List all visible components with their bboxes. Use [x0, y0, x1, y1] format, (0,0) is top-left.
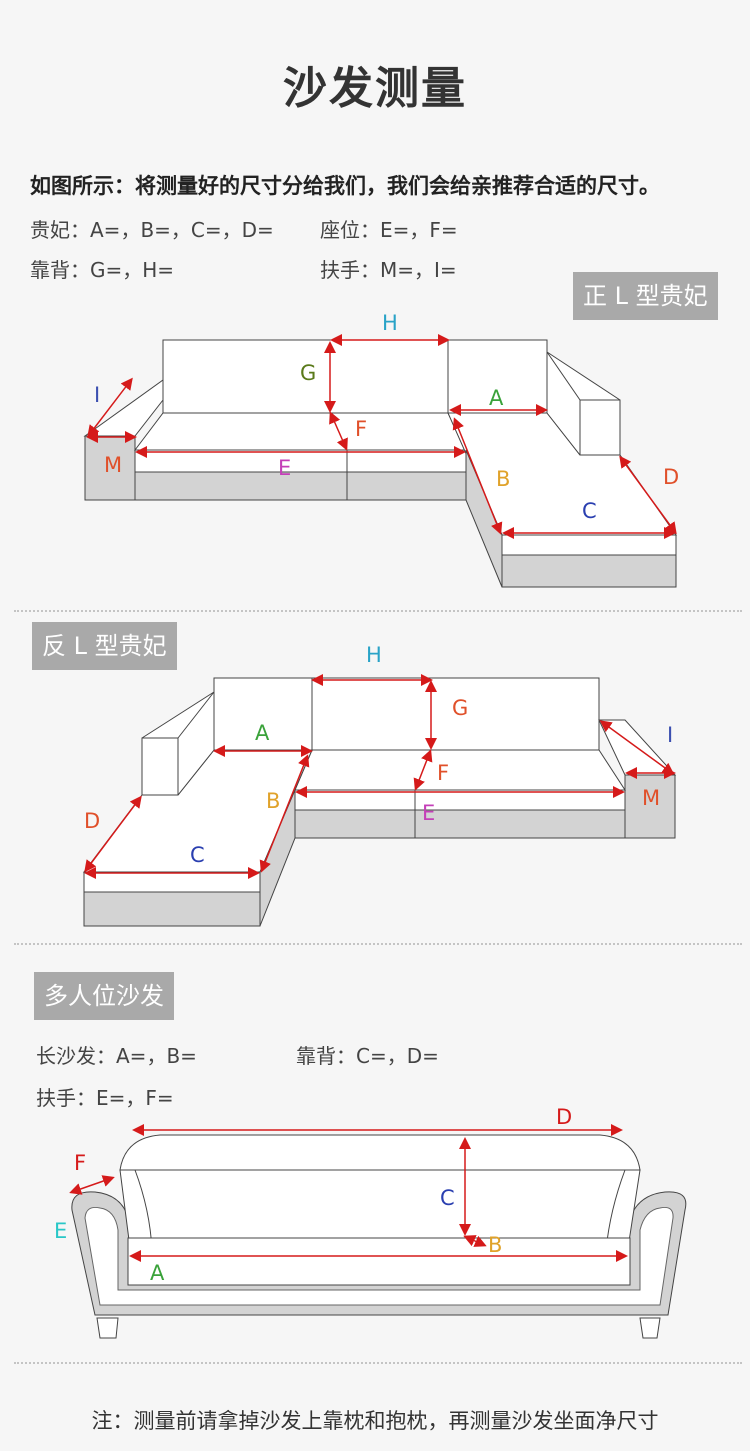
label-e: E [54, 1219, 67, 1243]
label-f: F [437, 761, 449, 785]
label-d: D [84, 809, 100, 833]
diagram-multi-seat-sofa: D C B A F E [54, 1105, 687, 1339]
page-title: 沙发测量 [283, 63, 467, 114]
divider [14, 610, 742, 612]
diagram-l-reverse: H G I M E F A B C D [82, 643, 677, 927]
divider [14, 1362, 742, 1364]
diagram-l-right: H G I M E F A B C D [83, 311, 679, 588]
label-e: E [422, 801, 435, 825]
label-i: I [94, 383, 100, 407]
backrest-dimensions: 靠背：G=，H= [30, 258, 175, 282]
armrest-dimensions: 扶手：M=，I= [320, 258, 457, 282]
label-g: G [300, 361, 316, 385]
label-c: C [440, 1186, 455, 1210]
armrest-dimensions: 扶手：E=，F= [36, 1086, 174, 1110]
label-c: C [582, 499, 597, 523]
label-e: E [278, 456, 291, 480]
sofa-dimensions: 长沙发：A=，B= [36, 1044, 197, 1068]
section-badge-multi-seat: 多人位沙发 [34, 972, 174, 1020]
label-b: B [488, 1233, 502, 1257]
label-h: H [382, 311, 398, 335]
label-i: I [667, 723, 673, 747]
chaise-dimensions: 贵妃：A=，B=，C=，D= [30, 218, 274, 242]
label-b: B [496, 467, 510, 491]
label-g: G [452, 696, 468, 720]
intro-text: 如图所示：将测量好的尺寸分给我们，我们会给亲推荐合适的尺寸。 [30, 174, 660, 198]
backrest-dimensions: 靠背：C=，D= [296, 1044, 439, 1068]
label-m: M [104, 453, 122, 477]
section-badge-l-reverse: 反 L 型贵妃 [32, 622, 177, 670]
label-a: A [489, 386, 504, 410]
section-badge-l-right: 正 L 型贵妃 [573, 272, 718, 320]
label-f: F [355, 417, 367, 441]
footer-note: 注：测量前请拿掉沙发上靠枕和抱枕，再测量沙发坐面净尺寸 [91, 1409, 659, 1433]
seat-dimensions: 座位：E=，F= [320, 218, 458, 242]
label-d: D [556, 1105, 572, 1129]
label-c: C [190, 843, 205, 867]
label-d: D [663, 465, 679, 489]
divider [14, 943, 742, 945]
label-a: A [150, 1261, 165, 1285]
label-a: A [255, 721, 270, 745]
label-m: M [642, 786, 660, 810]
label-h: H [366, 643, 382, 667]
label-b: B [266, 789, 280, 813]
label-f: F [74, 1151, 86, 1175]
